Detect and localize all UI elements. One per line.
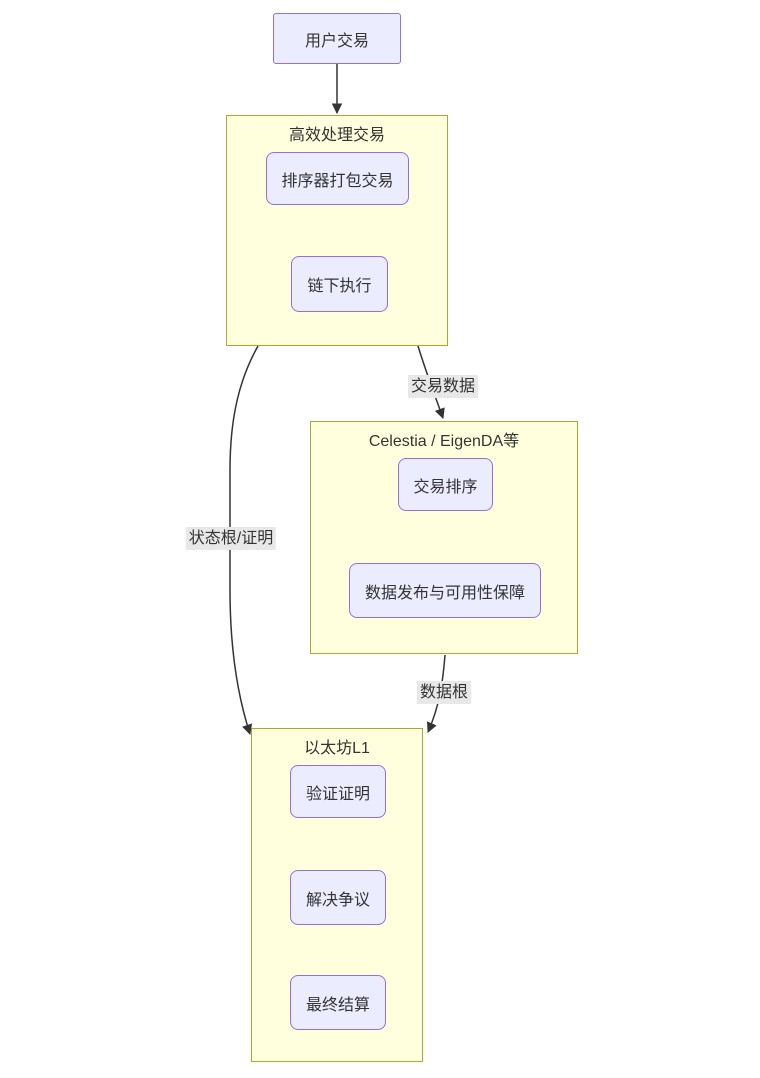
node-sequencer-packs-tx-label: 排序器打包交易 xyxy=(281,172,394,190)
edge-label-state-root-proof: 状态根/证明 xyxy=(185,527,277,550)
node-verify-proof-label: 验证证明 xyxy=(305,785,370,803)
node-offchain-execution-label: 链下执行 xyxy=(307,278,372,295)
node-final-settlement-label: 最终结算 xyxy=(305,996,370,1014)
node-verify-proof: 验证证明 xyxy=(290,765,386,818)
node-resolve-disputes-label: 解决争议 xyxy=(305,891,370,909)
subgraph-ethereum-l1: 以太坊L1 验证证明 解决争议 最终结算 xyxy=(251,728,423,1062)
node-user-transaction: 用户交易 xyxy=(273,13,401,64)
node-tx-ordering: 交易排序 xyxy=(398,458,493,511)
node-data-publication-availability-label: 数据发布与可用性保障 xyxy=(364,584,525,602)
node-sequencer-packs-tx: 排序器打包交易 xyxy=(266,152,409,205)
subgraph-data-availability: Celestia / EigenDA等 交易排序 数据发布与可用性保障 xyxy=(310,421,578,654)
node-tx-ordering-label: 交易排序 xyxy=(413,478,478,496)
subgraph-l2-title: 高效处理交易 xyxy=(288,127,385,144)
node-user-transaction-label: 用户交易 xyxy=(304,32,369,50)
node-resolve-disputes: 解决争议 xyxy=(290,870,386,925)
edge-label-data-root: 数据根 xyxy=(416,681,472,704)
subgraph-da-title: Celestia / EigenDA等 xyxy=(368,433,520,450)
subgraph-l2-processing: 高效处理交易 排序器打包交易 链下执行 xyxy=(226,115,448,346)
node-final-settlement: 最终结算 xyxy=(290,975,386,1030)
subgraph-l1-title: 以太坊L1 xyxy=(304,740,370,757)
edge-label-transaction-data: 交易数据 xyxy=(407,375,479,398)
node-data-publication-availability: 数据发布与可用性保障 xyxy=(349,563,541,618)
node-offchain-execution: 链下执行 xyxy=(291,256,388,312)
